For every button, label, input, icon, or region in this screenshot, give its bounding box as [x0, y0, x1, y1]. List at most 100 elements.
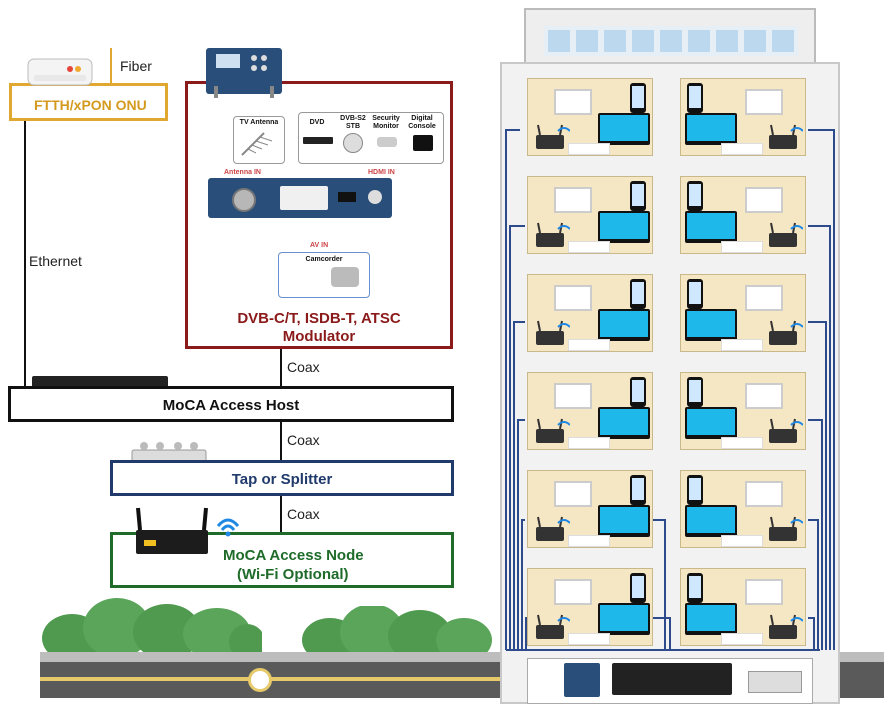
smartphone-icon	[630, 181, 646, 211]
apartment-room	[680, 470, 806, 548]
smartphone-icon	[687, 377, 703, 407]
modulator-title-line2: Modulator	[282, 328, 356, 345]
tv-monitor-icon	[685, 603, 737, 635]
onu-box: FTTH/xPON ONU	[9, 83, 168, 121]
trees-left	[42, 598, 265, 662]
tv-monitor-icon	[685, 211, 737, 243]
wifi-router-icon	[534, 417, 571, 445]
antenna-in-label: Antenna IN	[224, 169, 261, 176]
wifi-router-icon	[534, 319, 571, 347]
smartphone-icon	[630, 279, 646, 309]
smartphone-icon	[687, 83, 703, 113]
tv-monitor-icon	[598, 505, 650, 537]
camcorder-icon	[331, 267, 359, 287]
camcorder-panel: Camcorder	[278, 252, 370, 298]
coax-label-3: Coax	[287, 506, 320, 522]
smartphone-icon	[630, 83, 646, 113]
coax-line-2	[280, 422, 282, 460]
modulator-unit-icon	[204, 46, 284, 100]
wall-picture	[745, 187, 783, 213]
wifi-router-icon	[767, 613, 804, 641]
onu-device-icon	[26, 55, 96, 87]
tv-monitor-icon	[598, 407, 650, 439]
wall-picture	[554, 579, 592, 605]
wifi-router-icon	[534, 123, 571, 151]
tv-antenna-panel: TV Antenna	[233, 116, 285, 164]
av-ports	[280, 186, 328, 210]
splitter-title: Tap or Splitter	[231, 471, 333, 488]
digital-console-label: Digital Console	[408, 115, 436, 130]
apartment-room	[680, 372, 806, 450]
power-port	[368, 190, 382, 204]
apartment-room	[527, 78, 653, 156]
tv-monitor-icon	[598, 603, 650, 635]
wall-picture	[745, 383, 783, 409]
smartphone-icon	[687, 475, 703, 505]
dvd-label: DVD	[309, 119, 325, 126]
tv-monitor-icon	[598, 211, 650, 243]
tv-antenna-label: TV Antenna	[239, 119, 279, 126]
wall-picture	[554, 481, 592, 507]
basement-host-icon	[612, 663, 732, 695]
desk	[568, 241, 610, 253]
wifi-router-icon	[767, 319, 804, 347]
node-title-line1: MoCA Access Node	[223, 547, 364, 564]
building-roof-header	[524, 8, 816, 66]
tv-monitor-icon	[685, 113, 737, 145]
desk	[721, 143, 763, 155]
security-camera-icon	[377, 137, 397, 147]
smartphone-icon	[687, 181, 703, 211]
av-sources-panel: DVD DVB-S2 STB Security Monitor Digital …	[298, 112, 444, 164]
node-title-line2: (Wi-Fi Optional)	[237, 566, 349, 583]
wall-picture	[745, 579, 783, 605]
hdmi-port	[338, 192, 356, 202]
smartphone-icon	[630, 573, 646, 603]
desk	[568, 143, 610, 155]
host-title: MoCA Access Host	[162, 397, 300, 414]
coax-label-1: Coax	[287, 359, 320, 375]
desk	[721, 633, 763, 645]
dvb-s2-stb-label: DVB-S2 STB	[340, 115, 366, 130]
wall-picture	[554, 89, 592, 115]
tv-monitor-icon	[598, 113, 650, 145]
basement-equipment-room	[527, 658, 813, 704]
modulator-device	[208, 178, 392, 218]
roof-windows	[544, 26, 798, 56]
apartment-room	[680, 78, 806, 156]
wifi-router-icon	[767, 123, 804, 151]
tv-monitor-icon	[598, 309, 650, 341]
desk	[721, 339, 763, 351]
apartment-room	[680, 176, 806, 254]
coax-line-1	[280, 349, 282, 387]
smartphone-icon	[687, 573, 703, 603]
apartment-room	[527, 568, 653, 646]
desk	[568, 633, 610, 645]
modulator-box: TV Antenna DVD DVB-S2 STB Security Monit…	[185, 81, 453, 349]
av-in-label: AV IN	[310, 242, 329, 249]
hdmi-in-label: HDMI IN	[368, 169, 395, 176]
wifi-router-icon	[534, 613, 571, 641]
wifi-router-icon	[767, 515, 804, 543]
tv-monitor-icon	[685, 309, 737, 341]
rf-port	[232, 188, 256, 212]
apartment-room	[527, 176, 653, 254]
node-device-icon	[130, 504, 242, 558]
smartphone-icon	[630, 377, 646, 407]
basement-splitter-icon	[748, 671, 802, 693]
security-monitor-label: Security Monitor	[372, 115, 400, 130]
satellite-dish-icon	[343, 133, 363, 153]
desk	[721, 535, 763, 547]
road-stripe	[40, 677, 540, 681]
smartphone-icon	[687, 279, 703, 309]
coax-line-3	[280, 496, 282, 532]
smartphone-icon	[630, 475, 646, 505]
desk	[568, 339, 610, 351]
fiber-line	[110, 48, 112, 84]
coax-label-2: Coax	[287, 432, 320, 448]
basement-modulator-icon	[564, 663, 600, 697]
wall-picture	[745, 89, 783, 115]
wall-picture	[745, 285, 783, 311]
desk	[568, 535, 610, 547]
host-box: MoCA Access Host	[8, 386, 454, 422]
apartment-room	[527, 372, 653, 450]
